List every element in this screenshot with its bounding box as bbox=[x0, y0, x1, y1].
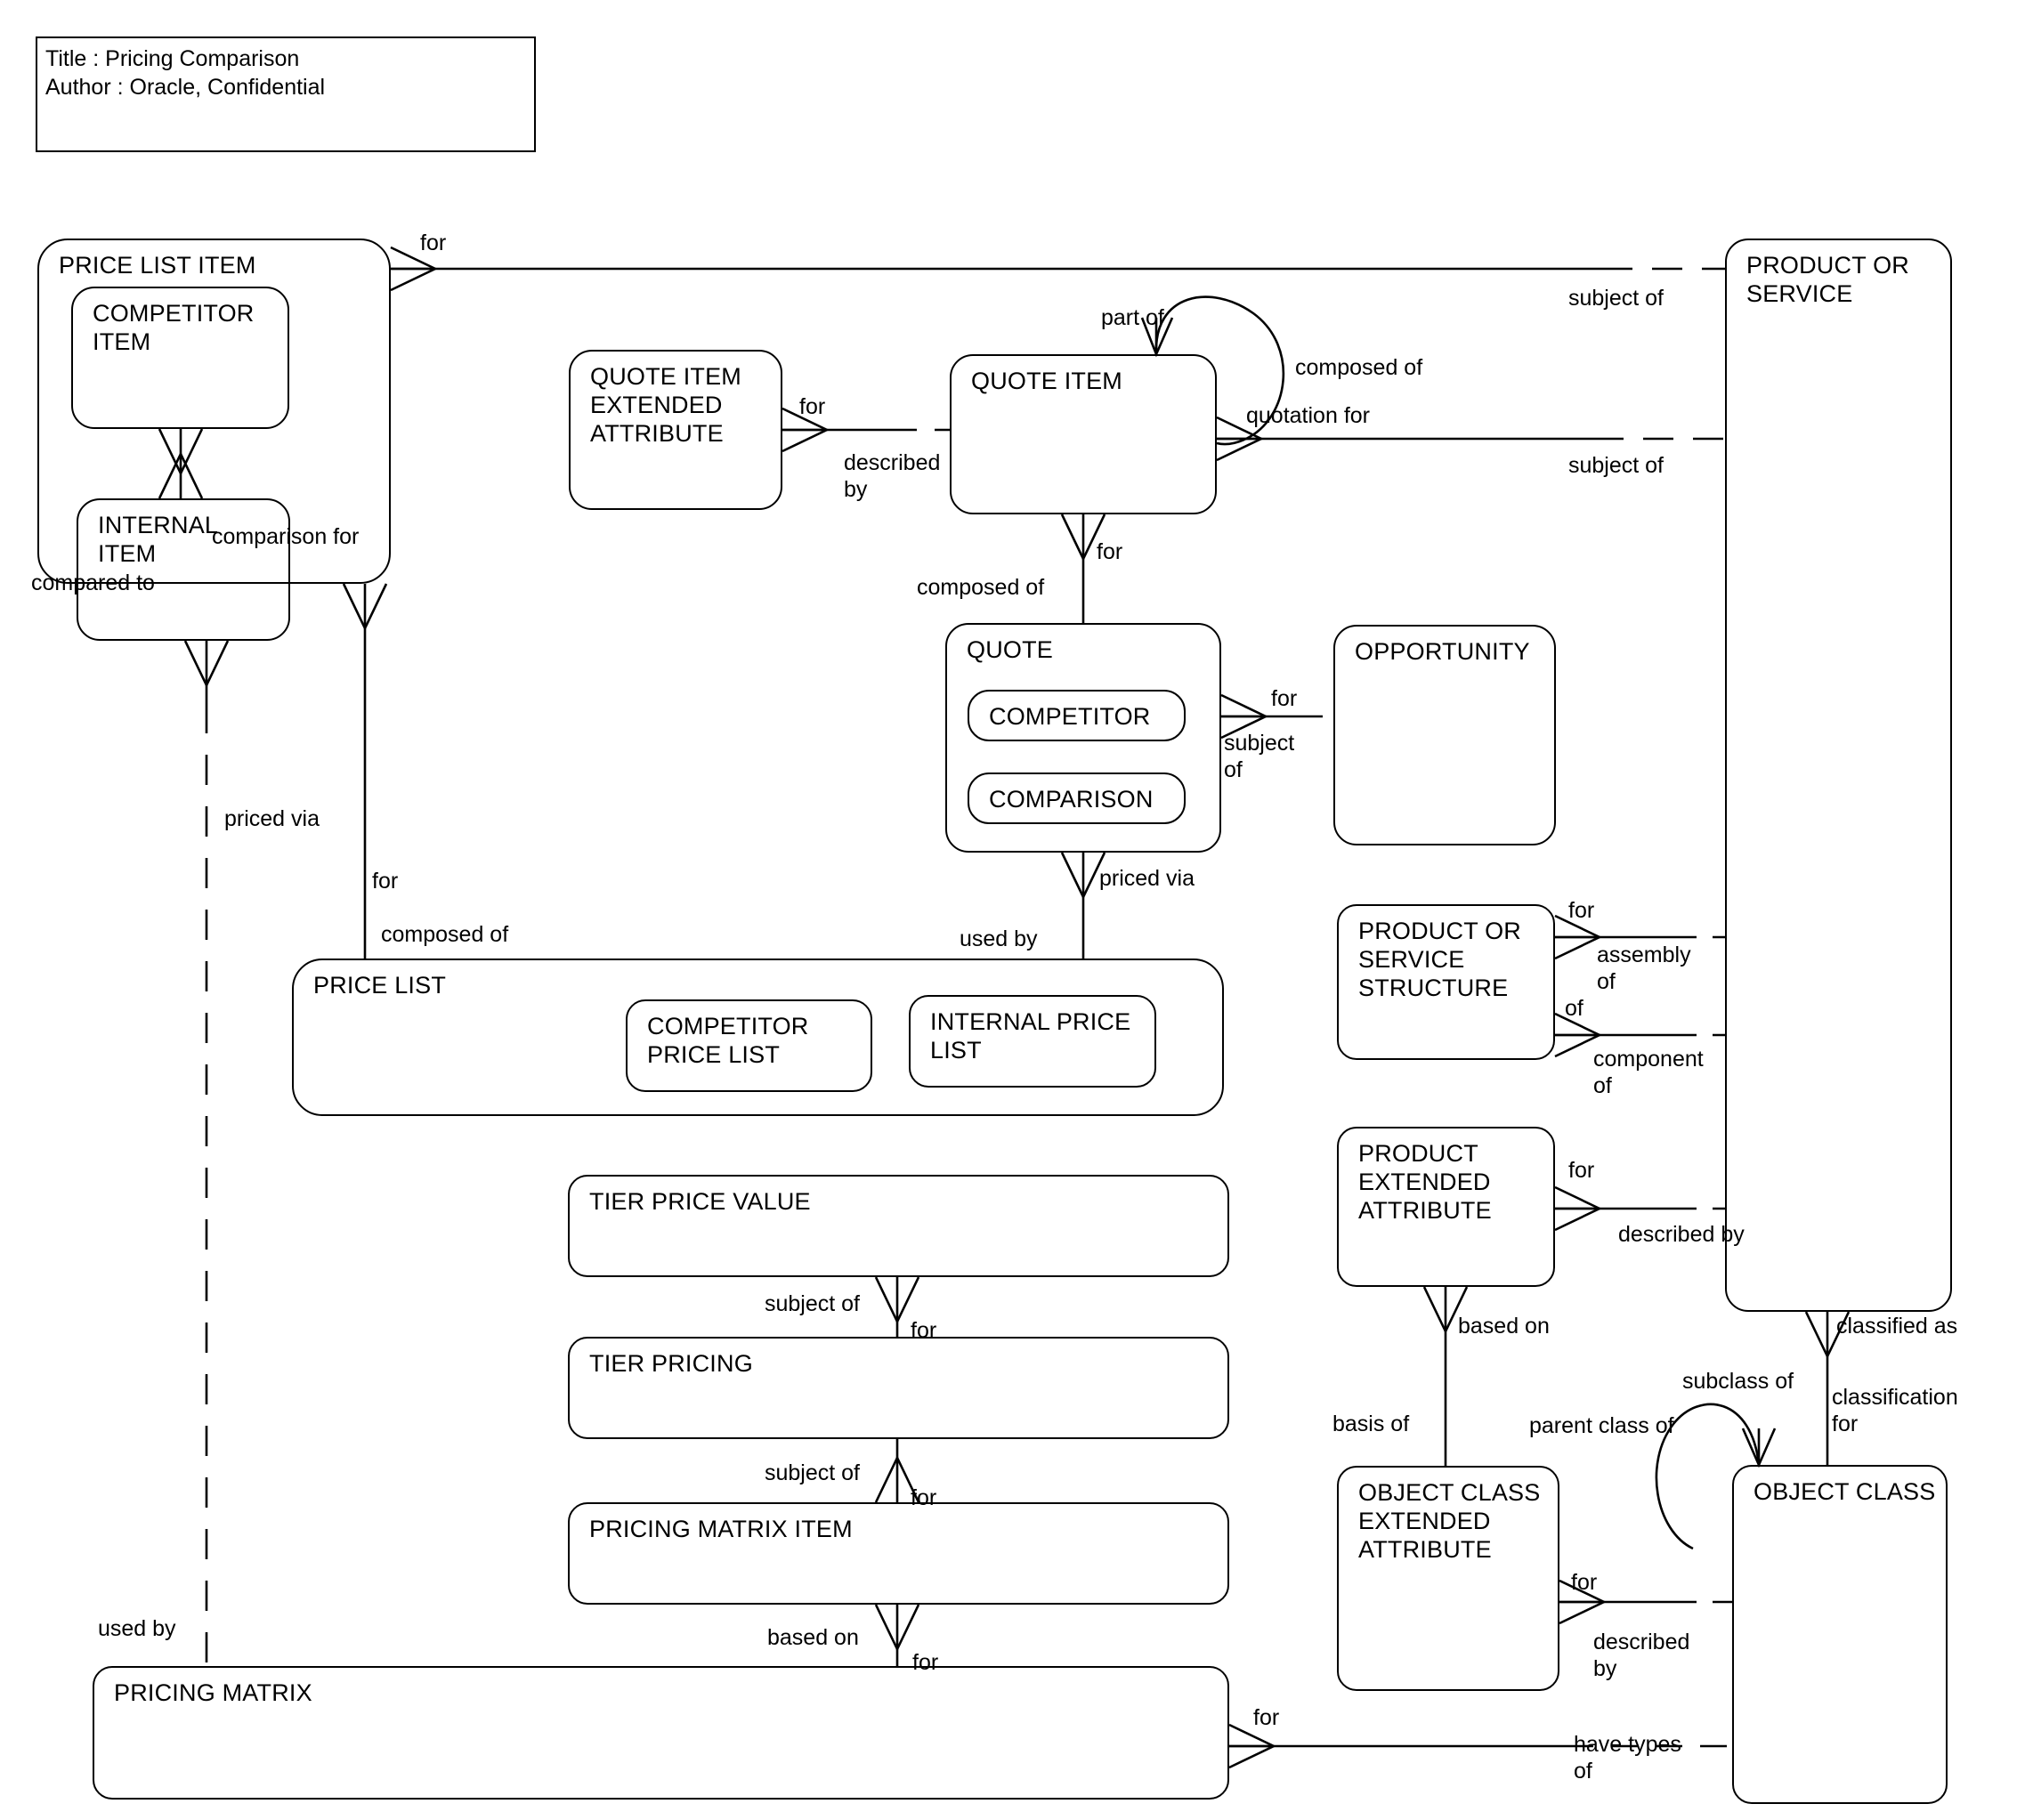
entity-label-product-or-service-structure: PRODUCT OR SERVICE STRUCTURE bbox=[1358, 918, 1522, 1001]
entity-tier-price-value[interactable]: TIER PRICE VALUE bbox=[568, 1175, 1229, 1277]
entity-label-internal-item: INTERNAL ITEM bbox=[98, 512, 219, 567]
entity-label-quote-item: QUOTE ITEM bbox=[971, 368, 1122, 394]
relationship-label-classification-for: classification for bbox=[1832, 1385, 1958, 1436]
entity-opportunity[interactable]: OPPORTUNITY bbox=[1333, 625, 1556, 845]
relationship-label-priced-via-internal: priced via bbox=[224, 806, 320, 831]
relationship-label-subject-of-tier-pricing: subject of bbox=[765, 1460, 861, 1485]
entity-label-competitor-price-list: COMPETITOR PRICE LIST bbox=[647, 1013, 809, 1068]
relationship-label-described-by-pea: described by bbox=[1618, 1222, 1745, 1247]
relationship-label-component-of: component of bbox=[1593, 1047, 1704, 1098]
entity-label-quote-item-extended-attribute: QUOTE ITEM EXTENDED ATTRIBUTE bbox=[590, 363, 741, 447]
title-block: Title : Pricing Comparison Author : Orac… bbox=[36, 36, 536, 152]
relationship-label-based-on-pmi-pm: based on bbox=[767, 1625, 859, 1650]
relationship-label-comparison-for: comparison for bbox=[212, 524, 360, 549]
relationship-label-assembly-of: assembly of bbox=[1597, 942, 1691, 994]
relationship-label-for-qiea-quote-item: for bbox=[799, 394, 826, 419]
entity-product-or-service[interactable]: PRODUCT OR SERVICE bbox=[1725, 239, 1952, 1312]
relationship-label-basis-of: basis of bbox=[1332, 1412, 1410, 1436]
entity-product-or-service-structure[interactable]: PRODUCT OR SERVICE STRUCTURE bbox=[1337, 904, 1555, 1060]
entity-label-quote: QUOTE bbox=[967, 636, 1054, 663]
relationship-label-composed-of-pricelist: composed of bbox=[381, 922, 509, 947]
author-line: Author : Oracle, Confidential bbox=[45, 75, 326, 100]
entity-quote-competitor[interactable]: COMPETITOR bbox=[968, 690, 1186, 741]
entity-price-list-item[interactable]: PRICE LIST ITEM bbox=[37, 239, 391, 584]
entity-quote-comparison[interactable]: COMPARISON bbox=[968, 772, 1186, 824]
relationship-label-used-by-quote-pricelist: used by bbox=[960, 926, 1038, 951]
entity-label-internal-price-list: INTERNAL PRICE LIST bbox=[930, 1008, 1131, 1064]
relationship-label-subject-of-plitem-product: subject of bbox=[1568, 286, 1664, 311]
title-line: Title : Pricing Comparison bbox=[45, 46, 300, 71]
relationship-label-subclass-of: subclass of bbox=[1682, 1369, 1794, 1394]
relationship-label-for-pm-object-class: for bbox=[1253, 1705, 1280, 1730]
relationship-label-for-oce-object-class: for bbox=[1571, 1570, 1598, 1595]
relationship-label-composed-of-quote: composed of bbox=[917, 575, 1045, 600]
relationship-label-for-plitem-pricelist: for bbox=[372, 869, 399, 894]
entity-quote[interactable]: QUOTE bbox=[945, 623, 1221, 853]
entity-label-price-list-item: PRICE LIST ITEM bbox=[59, 252, 256, 279]
entity-tier-pricing[interactable]: TIER PRICING bbox=[568, 1337, 1229, 1439]
relationship-label-for-plitem-product: for bbox=[420, 231, 447, 255]
entity-label-quote-competitor: COMPETITOR bbox=[989, 703, 1151, 730]
entity-label-product-extended-attribute: PRODUCT EXTENDED ATTRIBUTE bbox=[1358, 1140, 1492, 1224]
entity-label-object-class: OBJECT CLASS bbox=[1754, 1478, 1936, 1505]
entity-object-class-extended-attribute[interactable]: OBJECT CLASS EXTENDED ATTRIBUTE bbox=[1337, 1466, 1559, 1691]
entity-competitor-price-list[interactable]: COMPETITOR PRICE LIST bbox=[626, 999, 872, 1092]
entity-label-competitor-item: COMPETITOR ITEM bbox=[93, 300, 255, 355]
entity-quote-item-extended-attribute[interactable]: QUOTE ITEM EXTENDED ATTRIBUTE bbox=[569, 350, 782, 510]
relationship-label-part-of-quote-item: part of bbox=[1101, 305, 1164, 330]
relationship-label-based-on-pea-oce: based on bbox=[1458, 1314, 1550, 1339]
relationship-label-composed-of-quote-item: composed of bbox=[1295, 355, 1423, 380]
entity-pricing-matrix[interactable]: PRICING MATRIX bbox=[93, 1666, 1229, 1800]
entity-product-extended-attribute[interactable]: PRODUCT EXTENDED ATTRIBUTE bbox=[1337, 1127, 1555, 1287]
relationship-label-subject-of-quote-item-product: subject of bbox=[1568, 453, 1664, 478]
relationship-label-have-types-of: have types of bbox=[1574, 1732, 1681, 1784]
entity-label-tier-pricing: TIER PRICING bbox=[589, 1350, 753, 1377]
relationship-label-for-pmi-pm: for bbox=[912, 1650, 939, 1675]
relationship-label-quotation-for: quotation for bbox=[1246, 403, 1370, 428]
relationship-label-described-by-qiea: described by bbox=[844, 450, 941, 502]
relationship-label-for-quote-opportunity: for bbox=[1271, 686, 1298, 711]
entity-competitor-item[interactable]: COMPETITOR ITEM bbox=[71, 287, 289, 429]
relationship-label-priced-via-quote: priced via bbox=[1099, 866, 1195, 891]
entity-label-price-list: PRICE LIST bbox=[313, 972, 447, 999]
relationship-label-used-by-pricing-matrix: used by bbox=[98, 1616, 176, 1641]
entity-label-pricing-matrix-item: PRICING MATRIX ITEM bbox=[589, 1516, 853, 1542]
entity-label-pricing-matrix: PRICING MATRIX bbox=[114, 1679, 312, 1706]
relationship-label-for-tier-pricing-pmi: for bbox=[911, 1485, 937, 1510]
relationship-label-compared-to: compared to bbox=[31, 570, 155, 595]
entity-label-object-class-extended-attribute: OBJECT CLASS EXTENDED ATTRIBUTE bbox=[1358, 1479, 1541, 1563]
entity-internal-price-list[interactable]: INTERNAL PRICE LIST bbox=[909, 995, 1156, 1088]
relationship-label-parent-class-of: parent class of bbox=[1529, 1413, 1674, 1438]
relationship-label-subject-of-tpv: subject of bbox=[765, 1291, 861, 1316]
entity-pricing-matrix-item[interactable]: PRICING MATRIX ITEM bbox=[568, 1502, 1229, 1605]
relationship-label-for-tpv-tier-pricing: for bbox=[911, 1318, 937, 1343]
entity-quote-item[interactable]: QUOTE ITEM bbox=[950, 354, 1217, 514]
entity-object-class[interactable]: OBJECT CLASS bbox=[1732, 1465, 1948, 1804]
relationship-label-for-poss-assembly: for bbox=[1568, 898, 1595, 923]
entity-label-quote-comparison: COMPARISON bbox=[989, 786, 1154, 813]
entity-label-tier-price-value: TIER PRICE VALUE bbox=[589, 1188, 811, 1215]
relationship-label-described-by-oce: described by bbox=[1593, 1630, 1690, 1681]
relationship-label-of-poss-component: of bbox=[1565, 996, 1583, 1021]
entity-price-list[interactable]: PRICE LIST bbox=[292, 959, 1224, 1116]
relationship-label-classified-as: classified as bbox=[1836, 1314, 1958, 1339]
relationship-label-subject-of-quote-opportunity: subject of bbox=[1224, 731, 1295, 782]
relationship-label-for-pea-product: for bbox=[1568, 1158, 1595, 1183]
entity-internal-item[interactable]: INTERNAL ITEM bbox=[77, 498, 290, 641]
entity-label-product-or-service: PRODUCT OR SERVICE bbox=[1746, 252, 1910, 307]
relationship-label-for-quote-item-quote: for bbox=[1097, 539, 1123, 564]
entity-label-opportunity: OPPORTUNITY bbox=[1355, 638, 1530, 665]
